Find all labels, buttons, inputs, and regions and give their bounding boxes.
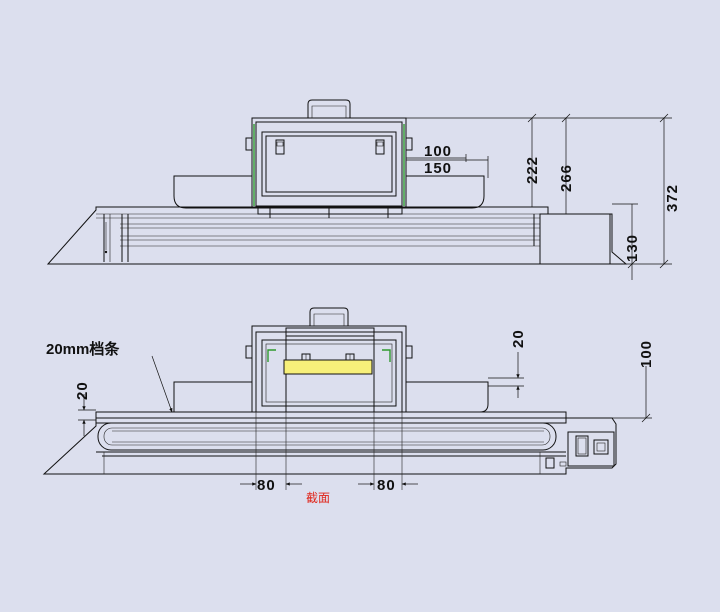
section-caption: 截面 (306, 491, 330, 505)
bottom-dim-20-right: 20 (488, 329, 527, 398)
dim-label-80-right: 80 (377, 477, 396, 494)
top-dim-130: 130 (612, 203, 641, 280)
dim-label-100: 100 (424, 143, 452, 160)
dim-label-372: 372 (664, 184, 681, 212)
dim-label-20-right: 20 (510, 329, 527, 348)
control-panel (567, 431, 615, 467)
top-elevation-view: 100 150 222 266 372 (46, 99, 681, 280)
highlight-section-bar (283, 359, 373, 375)
bottom-dim-100: 100 (566, 340, 655, 423)
top-dim-266: 266 (540, 113, 575, 214)
dim-label-266: 266 (558, 164, 575, 192)
dim-label-80-left: 80 (257, 477, 276, 494)
top-handle (307, 99, 351, 118)
top-dim-100: 100 (406, 143, 467, 162)
dim-label-130: 130 (624, 234, 641, 262)
top-right-tray (405, 175, 485, 209)
bottom-base-body (42, 411, 617, 475)
strip-label: 20mm档条 (46, 340, 120, 358)
bottom-section-view: 20mm档条 20 20 100 (42, 307, 655, 505)
dim-label-20-left: 20 (74, 381, 91, 400)
bottom-right-tray (405, 381, 489, 413)
top-cabinet (245, 99, 413, 218)
bottom-dim-20-left: 20 (74, 381, 96, 436)
strip-callout: 20mm档条 (46, 340, 173, 413)
bottom-handle (309, 307, 349, 326)
top-left-tray (173, 175, 253, 209)
bottom-cabinet (245, 307, 413, 413)
top-dim-372: 372 (574, 113, 681, 269)
top-base-body (46, 206, 628, 265)
top-dim-222: 222 (406, 113, 541, 207)
dim-label-100-bottom: 100 (638, 340, 655, 368)
bottom-dim-80-left: 80 (240, 477, 302, 494)
bottom-dim-80-right: 80 (358, 477, 418, 494)
dim-label-150: 150 (424, 160, 452, 177)
top-dim-150: 150 (406, 156, 489, 178)
dim-label-222: 222 (524, 156, 541, 184)
